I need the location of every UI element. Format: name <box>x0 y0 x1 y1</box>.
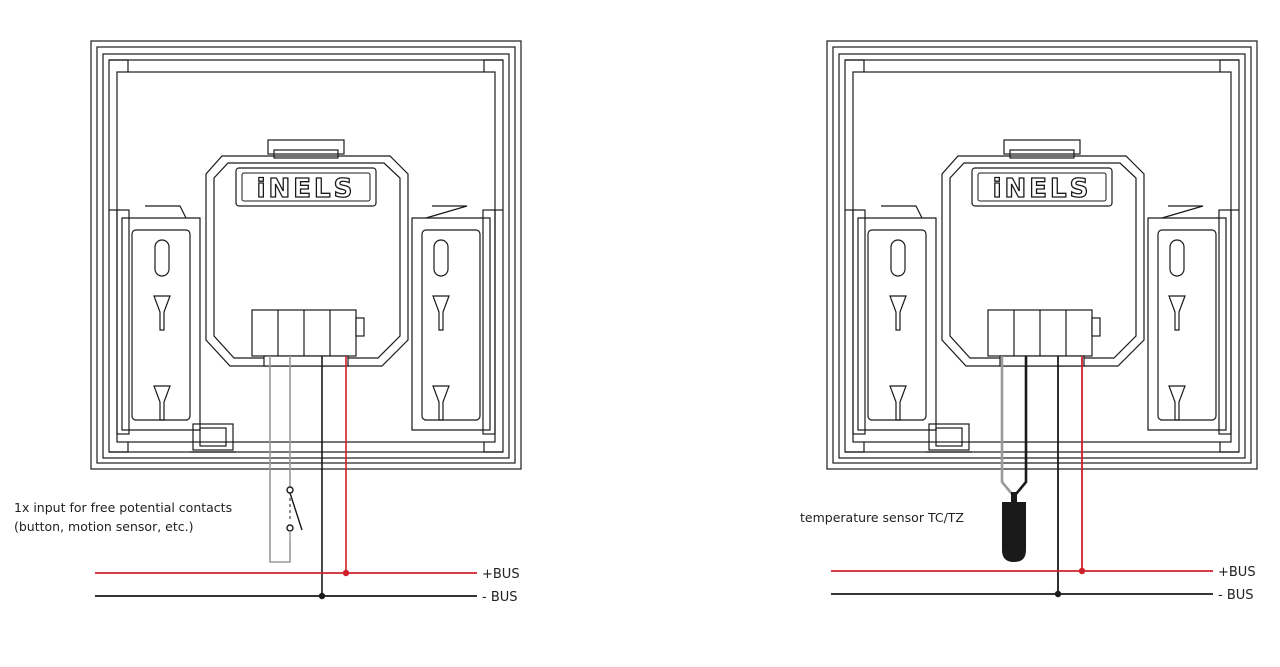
sensor-wire-black <box>1015 356 1028 495</box>
wiring-panel-left: iNELS <box>14 40 522 605</box>
mounting-hole-icon <box>890 239 906 277</box>
annotation-line-2: (button, motion sensor, etc.) <box>14 519 193 534</box>
mounting-bracket-right <box>1147 205 1227 431</box>
bottom-latch <box>926 423 972 453</box>
sensor-wire-grey <box>1000 356 1013 495</box>
mounting-hole-icon <box>1169 239 1185 277</box>
switch-contact-icon <box>286 486 303 538</box>
mounting-hole-icon <box>432 385 450 421</box>
temperature-sensor-icon <box>1002 492 1026 562</box>
module-body <box>205 139 409 367</box>
mounting-bracket-left <box>857 205 937 431</box>
inels-logo: iNELS <box>971 167 1113 207</box>
wiring <box>1000 356 1083 594</box>
inels-logo: iNELS <box>235 167 377 207</box>
input-wire <box>269 356 291 563</box>
mounting-hole-icon <box>433 239 449 277</box>
terminal-block <box>987 309 1101 367</box>
wiring-panel-right: iNELS temperature sensor <box>800 40 1258 603</box>
mounting-hole-icon <box>889 385 907 421</box>
bus-lines <box>95 569 477 600</box>
device-frame <box>826 40 1258 470</box>
mounting-hole-icon <box>154 239 170 277</box>
module-body <box>941 139 1145 367</box>
logo-text: iNELS <box>257 174 356 204</box>
bus-plus-label: +BUS <box>482 567 520 582</box>
mounting-hole-icon <box>432 295 450 331</box>
bus-minus-label: - BUS <box>482 590 518 605</box>
mounting-hole-icon <box>889 295 907 331</box>
mounting-hole-icon <box>153 385 171 421</box>
mounting-hole-icon <box>1168 295 1186 331</box>
logo-text: iNELS <box>993 174 1092 204</box>
annotation-line-1: 1x input for free potential contacts <box>14 500 232 515</box>
mounting-bracket-left <box>121 205 201 431</box>
mounting-bracket-right <box>411 205 491 431</box>
bus-lines <box>831 567 1213 598</box>
terminal-block <box>251 309 365 367</box>
bus-minus-label: - BUS <box>1218 588 1254 603</box>
bus-plus-label: +BUS <box>1218 565 1256 580</box>
bottom-latch <box>190 423 236 453</box>
annotation-line-1: temperature sensor TC/TZ <box>800 510 964 525</box>
device-frame <box>90 40 522 470</box>
mounting-hole-icon <box>153 295 171 331</box>
mounting-hole-icon <box>1168 385 1186 421</box>
wiring <box>269 356 347 596</box>
